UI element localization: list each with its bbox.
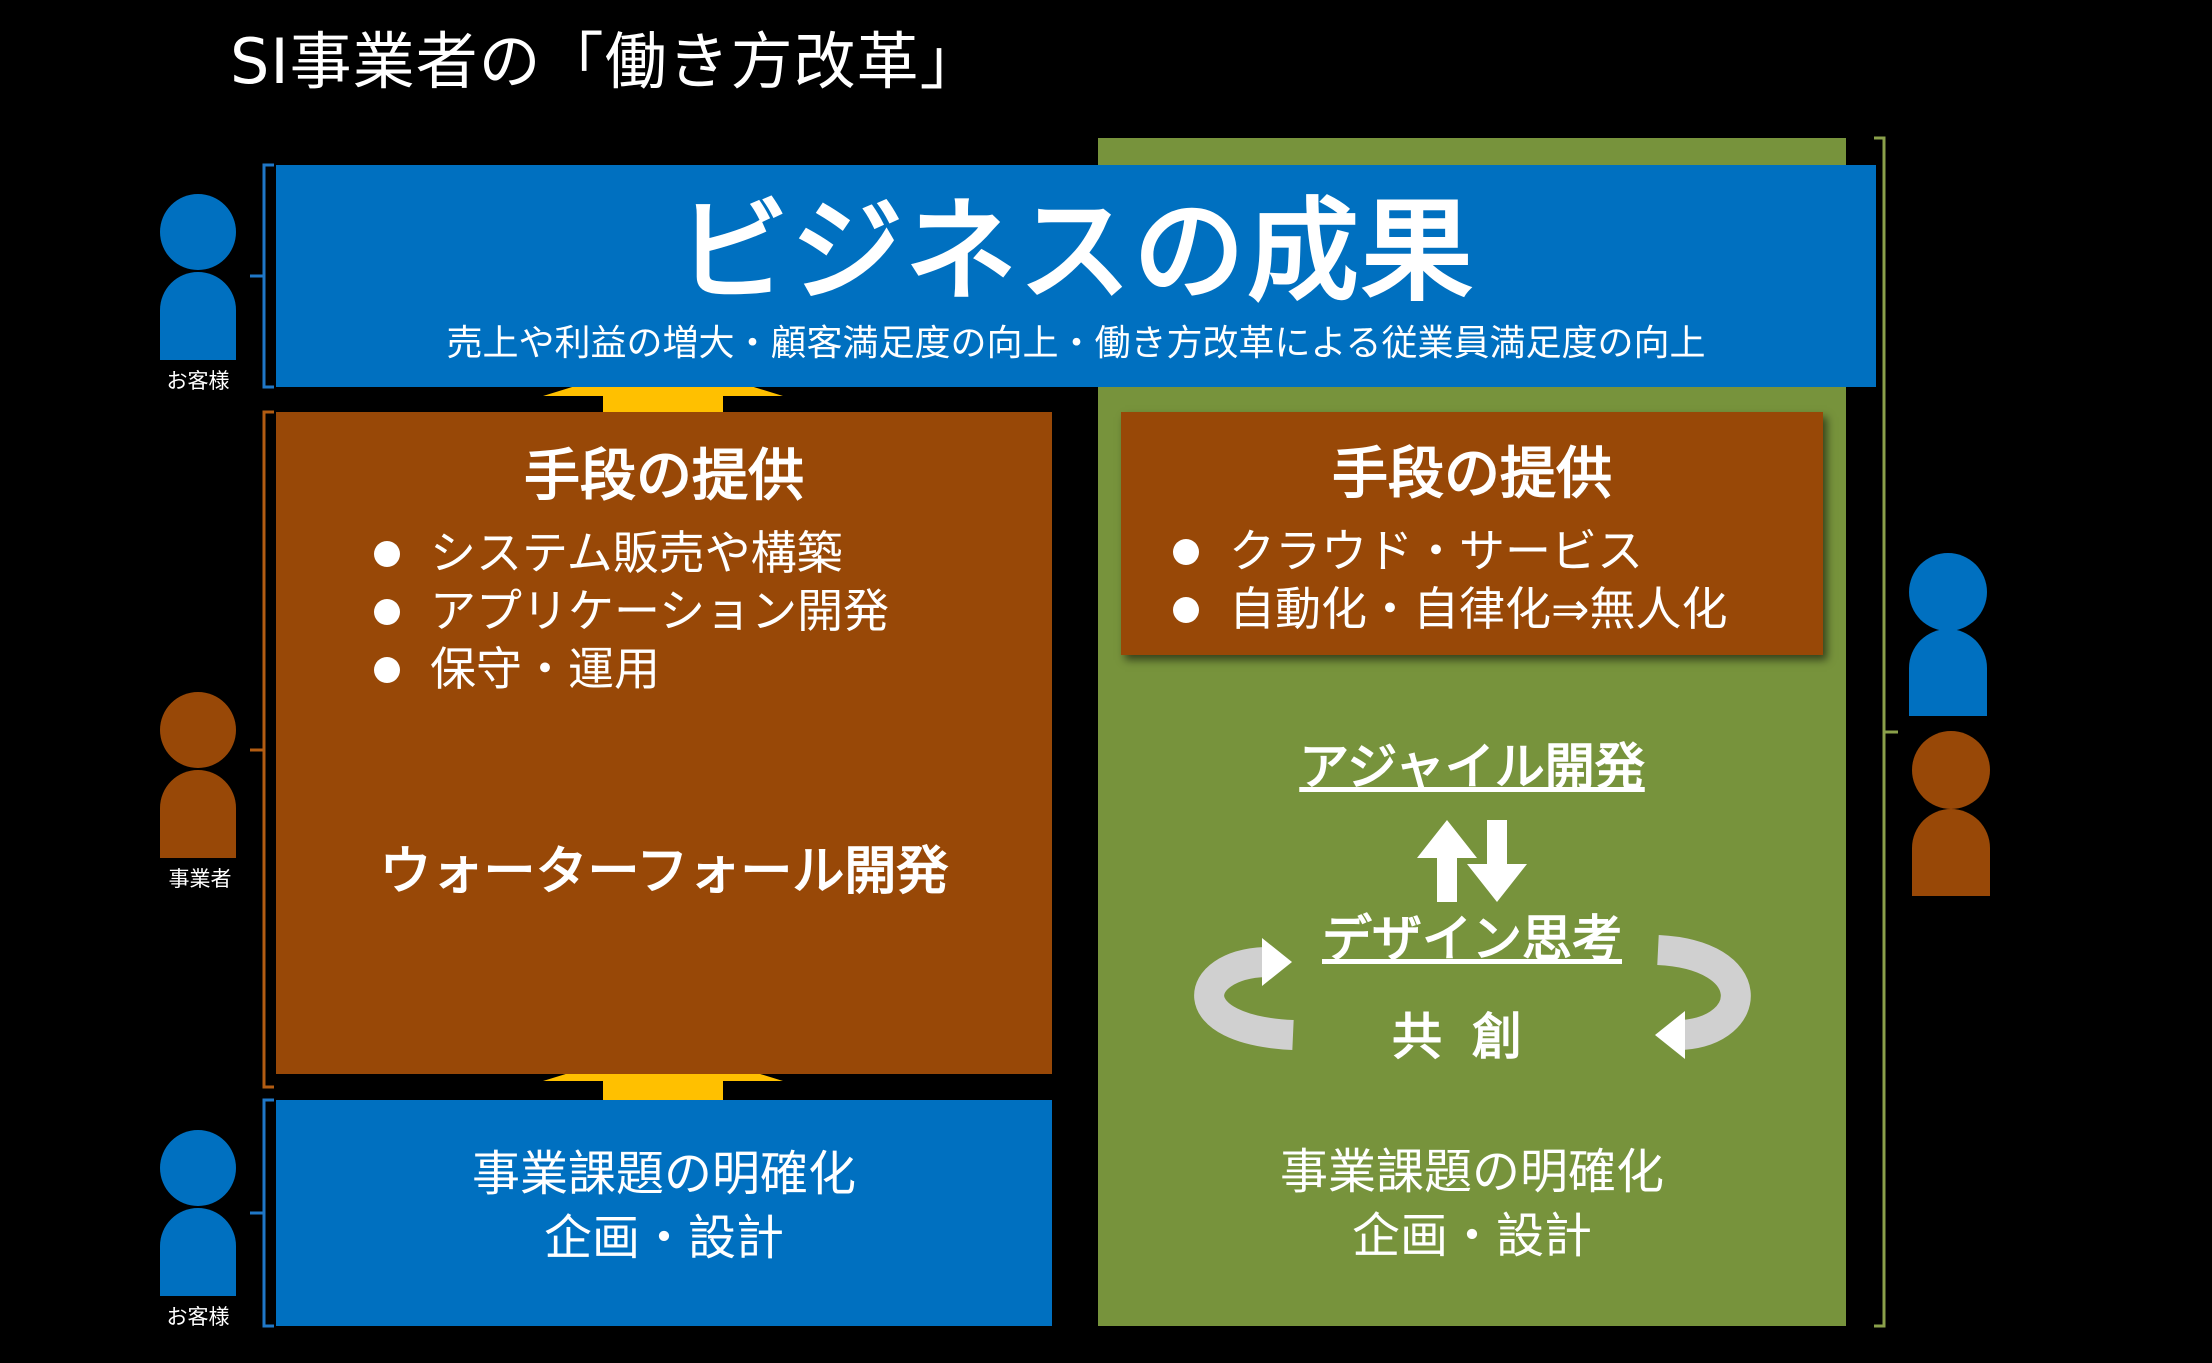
means-item-right: 自動化・自律化⇒無人化 bbox=[1167, 580, 1823, 638]
means-heading-right: 手段の提供 bbox=[1332, 442, 1612, 507]
means-item-left: システム販売や構築 bbox=[368, 524, 1052, 582]
arrow-down-icon bbox=[1467, 820, 1527, 902]
means-heading-left: 手段の提供 bbox=[524, 444, 804, 509]
vendor-label: 事業者 bbox=[168, 867, 232, 891]
business-result-subtext: 売上や利益の増大・顧客満足度の向上・働き方改革による従業員満足度の向上 bbox=[446, 323, 1706, 364]
planning-line1-left: 事業課題の明確化 bbox=[471, 1146, 856, 1202]
means-item-left: 保守・運用 bbox=[368, 640, 1052, 698]
means-box-right: 手段の提供 クラウド・サービス 自動化・自律化⇒無人化 bbox=[1121, 412, 1823, 655]
planning-line2-right: 企画・設計 bbox=[1351, 1208, 1592, 1264]
means-item-right: クラウド・サービス bbox=[1167, 522, 1823, 580]
planning-line2-left: 企画・設計 bbox=[543, 1210, 784, 1266]
customer-top-label: お客様 bbox=[166, 369, 230, 393]
cycle-arrow-left-icon bbox=[1194, 938, 1294, 1050]
vendor-right-icon bbox=[1912, 731, 1990, 896]
design-thinking-label: デザイン思考 bbox=[1322, 910, 1622, 968]
planning-line1-right: 事業課題の明確化 bbox=[1279, 1144, 1664, 1200]
bracket-customer-bottom bbox=[250, 1098, 274, 1328]
bracket-vendor bbox=[250, 410, 274, 1089]
means-box-left: 手段の提供 システム販売や構築 アプリケーション開発 保守・運用 bbox=[276, 412, 1052, 1074]
customer-top-icon bbox=[160, 194, 236, 360]
planning-right: 事業課題の明確化 企画・設計 bbox=[1098, 1140, 1846, 1268]
means-list-left: システム販売や構築 アプリケーション開発 保守・運用 bbox=[368, 524, 1052, 698]
cycle-arrow-right-icon bbox=[1655, 935, 1751, 1059]
means-item-left: アプリケーション開発 bbox=[368, 582, 1052, 640]
customer-bottom-label: お客様 bbox=[166, 1305, 230, 1329]
vendor-icon bbox=[160, 692, 236, 858]
means-list-right: クラウド・サービス 自動化・自律化⇒無人化 bbox=[1167, 522, 1823, 638]
waterfall-label: ウォーターフォール開発 bbox=[379, 842, 949, 902]
customer-right-icon bbox=[1909, 553, 1987, 716]
business-result-box: ビジネスの成果 売上や利益の増大・顧客満足度の向上・働き方改革による従業員満足度… bbox=[276, 165, 1876, 387]
customer-bottom-icon bbox=[160, 1130, 236, 1296]
agile-label: アジャイル開発 bbox=[1299, 738, 1645, 796]
bracket-right bbox=[1874, 136, 1898, 1328]
page-title: SI事業者の「働き方改革」 bbox=[230, 25, 983, 98]
cocreation-label: 共創 bbox=[1392, 1008, 1552, 1066]
arrow-up-icon bbox=[1417, 820, 1477, 902]
planning-box-left: 事業課題の明確化 企画・設計 bbox=[276, 1100, 1052, 1326]
bracket-customer-top bbox=[250, 163, 274, 389]
business-result-heading: ビジネスの成果 bbox=[677, 187, 1475, 317]
